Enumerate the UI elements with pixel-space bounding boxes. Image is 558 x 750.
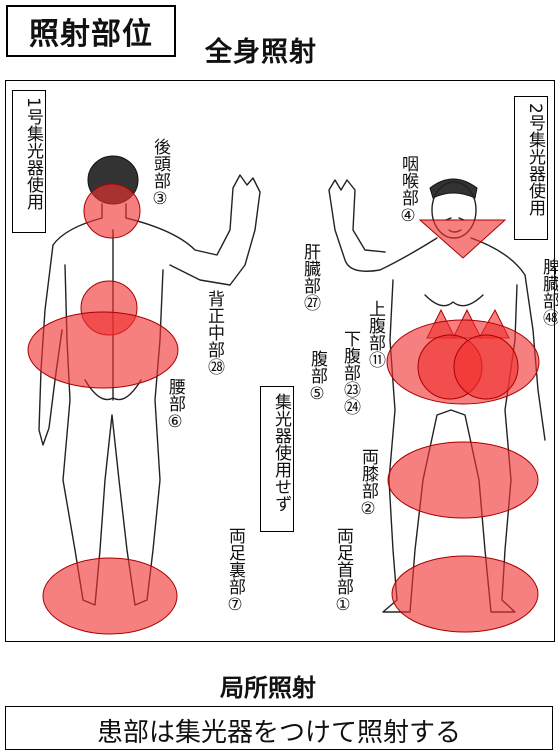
- whole-body-heading: 全身照射: [205, 37, 317, 68]
- front-left-arm: [470, 237, 546, 441]
- irradiation-zones: [27, 183, 540, 635]
- label-abdomen: 腹部⑤: [307, 350, 327, 404]
- back-right-arm: [125, 174, 261, 286]
- box-collector-no2: 2号集光器使用: [514, 96, 548, 240]
- label-soles: 両足裏部⑦: [225, 527, 245, 615]
- front-torso-legs: [382, 279, 518, 613]
- zone-occiput: [83, 183, 141, 239]
- local-heading: 局所照射: [220, 674, 316, 702]
- page-title: 照射部位: [6, 5, 176, 57]
- zone-throat: [418, 219, 507, 259]
- label-knees: 両膝部②: [358, 448, 378, 519]
- label-waist: 腰部⑥: [165, 378, 185, 432]
- zone-knees: [387, 441, 539, 519]
- box-no-collector: 集光器使用せず: [260, 386, 294, 532]
- zone-lower-abdomen-right: [453, 334, 519, 400]
- zone-soles: [42, 557, 178, 635]
- front-right-arm: [328, 179, 438, 272]
- label-spleen: 脾臓部㊽: [539, 258, 558, 326]
- box-collector-no1: 1号集光器使用: [12, 90, 46, 233]
- label-ankles: 両足首部①: [333, 527, 353, 615]
- body-figures: .body{fill:none;stroke:#222;stroke-width…: [27, 155, 546, 635]
- label-upper-abdomen: 上腹部⑪: [365, 300, 385, 368]
- front-hair: [429, 178, 478, 199]
- zone-waist: [27, 311, 179, 389]
- front-chest: [424, 294, 484, 307]
- label-upper-back: 背正中部㉘: [204, 290, 224, 375]
- label-liver: 肝臓部㉗: [300, 243, 320, 311]
- label-throat: 咽喉部④: [398, 155, 418, 226]
- figure-panel: [5, 80, 555, 642]
- label-lower-abdomen: 下腹部㉓㉔: [340, 330, 360, 415]
- local-instruction: 患部は集光器をつけて照射する: [5, 706, 553, 750]
- label-occiput: 後頭部③: [150, 138, 170, 209]
- back-torso-legs: [62, 264, 164, 606]
- front-figure: [328, 178, 546, 613]
- zone-ankles: [391, 555, 539, 633]
